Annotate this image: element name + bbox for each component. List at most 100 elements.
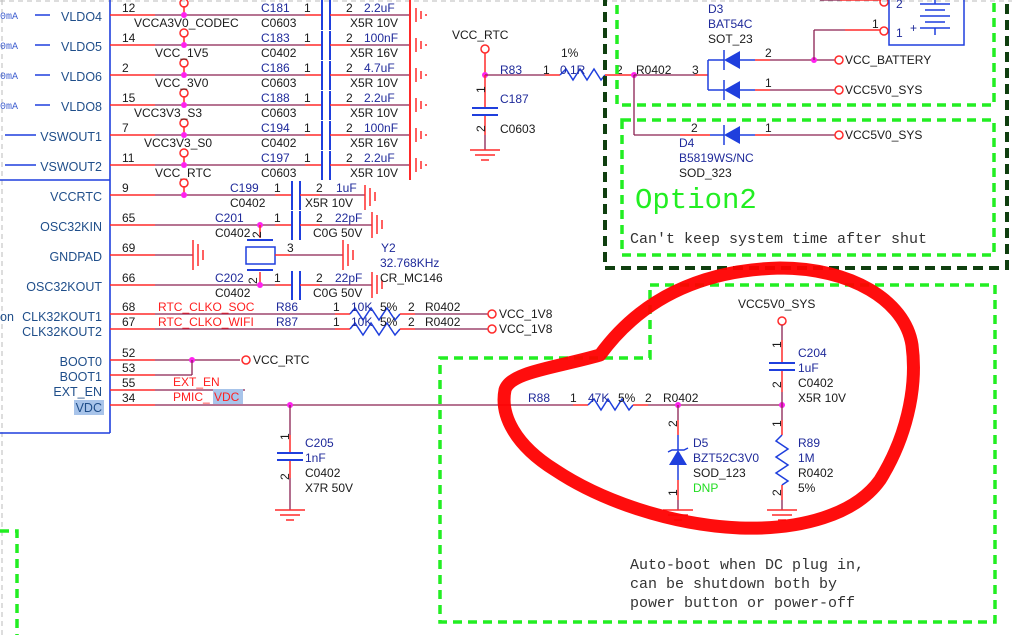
cap-pin: 2 — [770, 381, 784, 388]
pin-number: 69 — [122, 241, 136, 255]
net-label-highlighted: VDC — [214, 390, 240, 404]
pin-number: 55 — [122, 376, 136, 390]
ic-pin-name: OSC32KOUT — [26, 280, 102, 294]
cap-package: C0402 — [215, 226, 251, 240]
diode-package: SOT_23 — [708, 32, 753, 46]
diode-value: BZT52C3V0 — [693, 451, 759, 465]
resistor-value: 47K — [588, 391, 609, 405]
battery-pin: 2 — [896, 0, 903, 11]
ic-pin-name: VLDO6 — [61, 70, 102, 84]
net-label: VCC3V3_S0 — [144, 136, 212, 150]
cap-value: 1nF — [305, 451, 326, 465]
cap-value: 22pF — [335, 271, 362, 285]
net-label: VCC5V0_SYS — [845, 83, 922, 97]
ic-pin-name: GNDPAD — [49, 250, 102, 264]
pin-number: 7 — [122, 121, 129, 135]
cap-package: C0402 — [230, 196, 266, 210]
cap-pin: 1 — [304, 61, 311, 75]
cap-ref: C194 — [261, 121, 290, 135]
cap-ref: C204 — [798, 346, 827, 360]
cap-pin: 1 — [274, 271, 281, 285]
net-label: VCC_1V8 — [499, 307, 553, 321]
crystal-value: 32.768KHz — [380, 256, 439, 270]
option2-d4: 2 1 VCC5V0_SYS D4 B5819WS/NC SOD_323 Opt… — [630, 121, 927, 248]
option-boxes — [603, 0, 1009, 270]
pin-number: 14 — [122, 31, 136, 45]
crystal-pin: 3 — [287, 241, 294, 255]
cap-value: 100nF — [364, 31, 398, 45]
cap-package: C0402 — [305, 466, 341, 480]
net-label: RTC_CLKO_WIFI — [158, 315, 254, 329]
cap-rating: X5R 10V — [350, 16, 398, 30]
cap-pin: 2 — [474, 125, 488, 132]
cap-rating: X5R 16V — [350, 46, 398, 60]
resistor-tolerance: 1% — [561, 46, 579, 60]
cap-value: 1uF — [798, 361, 819, 375]
ic-pin-name: VLDO5 — [61, 40, 102, 54]
pin-number: 52 — [122, 346, 136, 360]
ic-pin-name: EXT_EN — [53, 385, 102, 399]
pin-number: 53 — [122, 361, 136, 375]
resistor-tolerance: 5% — [798, 481, 816, 495]
cap-pin: 1 — [274, 211, 281, 225]
resistor-pin: 2 — [770, 489, 784, 496]
pin-number: 65 — [122, 211, 136, 225]
rail-row — [110, 58, 410, 90]
resistor-pin: 1 — [770, 420, 784, 427]
option2-box — [620, 118, 996, 257]
resistor-package: R0402 — [425, 315, 461, 329]
cap-pin: 2 — [316, 271, 323, 285]
resistor-pin: 1 — [333, 315, 340, 329]
resistor-pin: 1 — [570, 391, 577, 405]
cap-ref: C199 — [230, 181, 259, 195]
cap-package: C0603 — [261, 166, 297, 180]
cap-pin: 2 — [346, 1, 353, 15]
resistor-ref: R87 — [276, 315, 298, 329]
ic-pin-name: VDC — [76, 401, 102, 415]
resistor-tolerance: 5% — [380, 315, 398, 329]
autoboot-section: VCC5V0_SYS 1 2 C204 1uF C0402 X5R 10V 1 … — [0, 283, 997, 635]
diode-value: BAT54C — [708, 17, 753, 31]
resistor-pin: 2 — [408, 300, 415, 314]
cap-ref: C201 — [215, 211, 244, 225]
pin-number: 68 — [122, 300, 136, 314]
ic-pin-name: CLK32KOUT1 — [22, 310, 102, 324]
resistor-value: 1M — [798, 451, 815, 465]
net-label: VCC5V0_SYS — [738, 297, 815, 311]
pin-number: 34 — [122, 391, 136, 405]
resistor-value: 10K — [351, 300, 372, 314]
current-label: 0mA — [0, 102, 18, 113]
battery-symbol: 2 1 + 1 — [820, 0, 965, 46]
cap-rating: X5R 10V — [350, 106, 398, 120]
option2-note: Can't keep system time after shut — [630, 231, 927, 248]
cap-rating: C0G 50V — [313, 286, 362, 300]
cap-pin: 1 — [304, 121, 311, 135]
red-annotation-circle — [497, 261, 920, 535]
diode-package: SOD_123 — [693, 466, 746, 480]
cap-pin: 1 — [278, 433, 292, 440]
ic-pin-prefix: on — [0, 310, 14, 324]
cap-package: C0402 — [261, 46, 297, 60]
diode-pin: 2 — [691, 121, 698, 135]
net-label-prefix: PMIC_ — [173, 390, 210, 404]
cap-value: 100nF — [364, 121, 398, 135]
cap-ref: C187 — [500, 92, 529, 106]
partial-option-box — [0, 529, 19, 635]
diode-pin: 1 — [765, 121, 772, 135]
diode-pin: 1 — [666, 489, 680, 496]
resistor-ref: R86 — [276, 300, 298, 314]
resistor-tolerance: 5% — [380, 300, 398, 314]
pin-number: 67 — [122, 315, 136, 329]
resistor-value: 0.1R — [560, 63, 586, 77]
cap-rating: X5R 10V — [350, 76, 398, 90]
cap-ref: C183 — [261, 31, 290, 45]
rtc-supply-section: VCC_RTC R83 1 1% 0.1R 2 R0402 3 C187 C06… — [452, 28, 710, 161]
cap-value: 4.7uF — [364, 61, 395, 75]
cap-rating: X7R 50V — [305, 481, 353, 495]
diode-pin: 2 — [666, 420, 680, 427]
cap-pin: 2 — [346, 91, 353, 105]
resistor-package: R0402 — [636, 63, 672, 77]
cap-rating: X5R 10V — [798, 391, 846, 405]
net-label: RTC_CLKO_SOC — [158, 300, 255, 314]
ic-pin-name: VLDO4 — [61, 10, 102, 24]
